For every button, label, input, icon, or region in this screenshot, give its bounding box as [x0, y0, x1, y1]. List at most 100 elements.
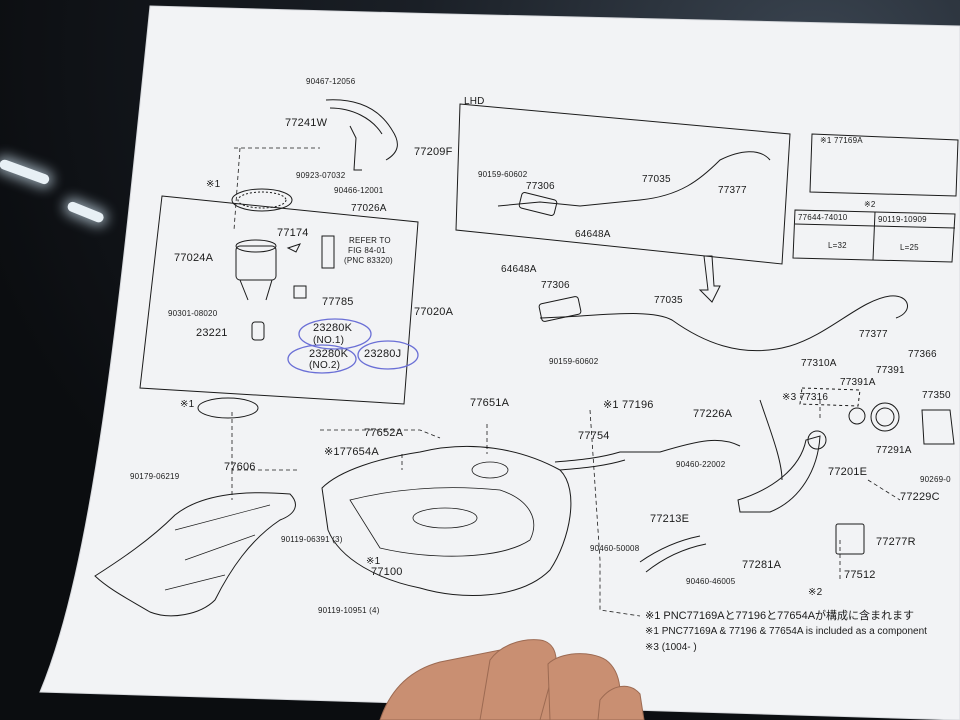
- part-number: 77020A: [414, 306, 454, 318]
- gauge-connector: [321, 235, 335, 269]
- part-number-sub: (NO.2): [309, 360, 341, 371]
- part-number: 77024A: [174, 252, 214, 264]
- highlight-circle-23280j: [357, 340, 419, 370]
- part-number: 23280J: [364, 348, 402, 360]
- part-number: 77754: [578, 430, 610, 442]
- filler-cap: [870, 402, 900, 432]
- part-number: 77644-74010: [798, 213, 848, 222]
- part-number: 23221: [196, 327, 228, 339]
- part-number: 77201E: [828, 466, 868, 478]
- down-arrow: [698, 255, 721, 303]
- canister-lhd: [518, 192, 558, 216]
- part-number: 90159-60602: [549, 357, 599, 366]
- inset-bolts-frame: [792, 209, 956, 263]
- part-number: 77652A: [364, 427, 404, 439]
- part-number: 77350: [922, 390, 951, 401]
- protector: [835, 523, 865, 555]
- part-number: 77310A: [801, 358, 837, 369]
- tank-gasket: [197, 397, 259, 419]
- part-number: ※2: [864, 200, 876, 209]
- refer-to-note: FIG 84-01: [348, 246, 386, 255]
- canister-main: [538, 296, 582, 322]
- fuel-pump-body: [235, 245, 277, 281]
- part-number: 90119-10951 (4): [318, 606, 380, 615]
- part-number: ※2: [808, 587, 823, 598]
- part-number: 77606: [224, 461, 256, 473]
- part-number: 77366: [908, 349, 937, 360]
- part-number: 77035: [654, 295, 683, 306]
- part-number: ※177654A: [324, 446, 379, 458]
- part-number: 77213E: [650, 513, 690, 525]
- part-number: 77174: [277, 227, 309, 239]
- part-number: ※1: [180, 399, 195, 410]
- part-number: 77226A: [693, 408, 733, 420]
- part-number: 77377: [718, 185, 747, 196]
- tank-heat-shield: [94, 492, 296, 617]
- part-number: 77377: [859, 329, 888, 340]
- section-label: LHD: [464, 96, 485, 107]
- part-number: 90269-0: [920, 475, 951, 484]
- part-number: 77391A: [840, 377, 876, 388]
- part-number: 64648A: [501, 264, 537, 275]
- pump-module-frame: [139, 195, 419, 405]
- part-number: 90179-06219: [130, 472, 180, 481]
- part-number: 77035: [642, 174, 671, 185]
- highlight-circle-23280k-no2: [287, 344, 357, 374]
- part-number: 77229C: [900, 491, 940, 503]
- part-number: 77281A: [742, 559, 782, 571]
- lock-ring: [231, 188, 293, 212]
- part-number: ※1: [206, 179, 221, 190]
- part-number: 77512: [844, 569, 876, 581]
- fuel-line-top: [325, 99, 398, 161]
- fuel-hose: [554, 439, 741, 463]
- part-number: 90119-06391 (3): [281, 535, 343, 544]
- part-number: 90159-60602: [478, 170, 528, 179]
- lhd-section-frame: [455, 103, 791, 265]
- paper-sheet: [39, 5, 960, 720]
- filler-neck-cap-frame: [799, 387, 861, 407]
- footnote-date: ※3 (1004- ): [645, 642, 697, 653]
- part-number: 77241W: [285, 117, 328, 129]
- part-number: 23280K: [313, 322, 353, 334]
- part-number: ※1: [366, 556, 381, 567]
- part-number: 77209F: [414, 146, 453, 158]
- footnote-japanese: ※1 PNC77169Aと77196と77654Aが構成に含まれます: [645, 610, 915, 622]
- vent-line-main: [539, 295, 908, 352]
- refer-to-note: (PNC 83320): [344, 256, 393, 265]
- part-number: 90460-22002: [676, 460, 726, 469]
- part-number: 90460-50008: [590, 544, 640, 553]
- part-number: 90923-07032: [296, 171, 346, 180]
- part-number: 77306: [526, 181, 555, 192]
- fuel-tank-outline: [321, 445, 572, 596]
- lhd-vent-line: [497, 151, 771, 207]
- part-number: ※1 77169A: [820, 136, 863, 145]
- part-number: 77391: [876, 365, 905, 376]
- highlight-circle-23280k-no1: [298, 318, 372, 350]
- part-number: 77785: [322, 296, 354, 308]
- part-number: 90466-12001: [334, 186, 384, 195]
- refer-to-note: REFER TO: [349, 236, 391, 245]
- part-number: 64648A: [575, 229, 611, 240]
- part-number: 77306: [541, 280, 570, 291]
- part-number: 90119-10909: [878, 215, 927, 224]
- part-number: 77651A: [470, 397, 510, 409]
- inset-sender-gauge-frame: [809, 133, 959, 197]
- part-number: 90460-46005: [686, 577, 736, 586]
- part-number: 77291A: [876, 445, 912, 456]
- footnote-english: ※1 PNC77169A & 77196 & 77654A is include…: [645, 626, 927, 637]
- part-number: 77277R: [876, 536, 916, 548]
- dimension-label: L=25: [900, 243, 919, 252]
- part-number: 90301-08020: [168, 309, 218, 318]
- fuel-filter: [251, 321, 265, 341]
- part-number-sub: (NO.1): [313, 335, 345, 346]
- breather-hose: [639, 535, 701, 563]
- part-number: ※1 77196: [603, 399, 654, 411]
- part-number: 90467-12056: [306, 77, 356, 86]
- part-number: 77026A: [351, 203, 387, 214]
- part-number: 77100: [371, 566, 403, 578]
- dimension-label: L=32: [828, 241, 847, 250]
- filler-pipe: [737, 435, 821, 513]
- part-number: 23280K: [309, 348, 349, 360]
- part-number: ※3 77316: [782, 392, 829, 403]
